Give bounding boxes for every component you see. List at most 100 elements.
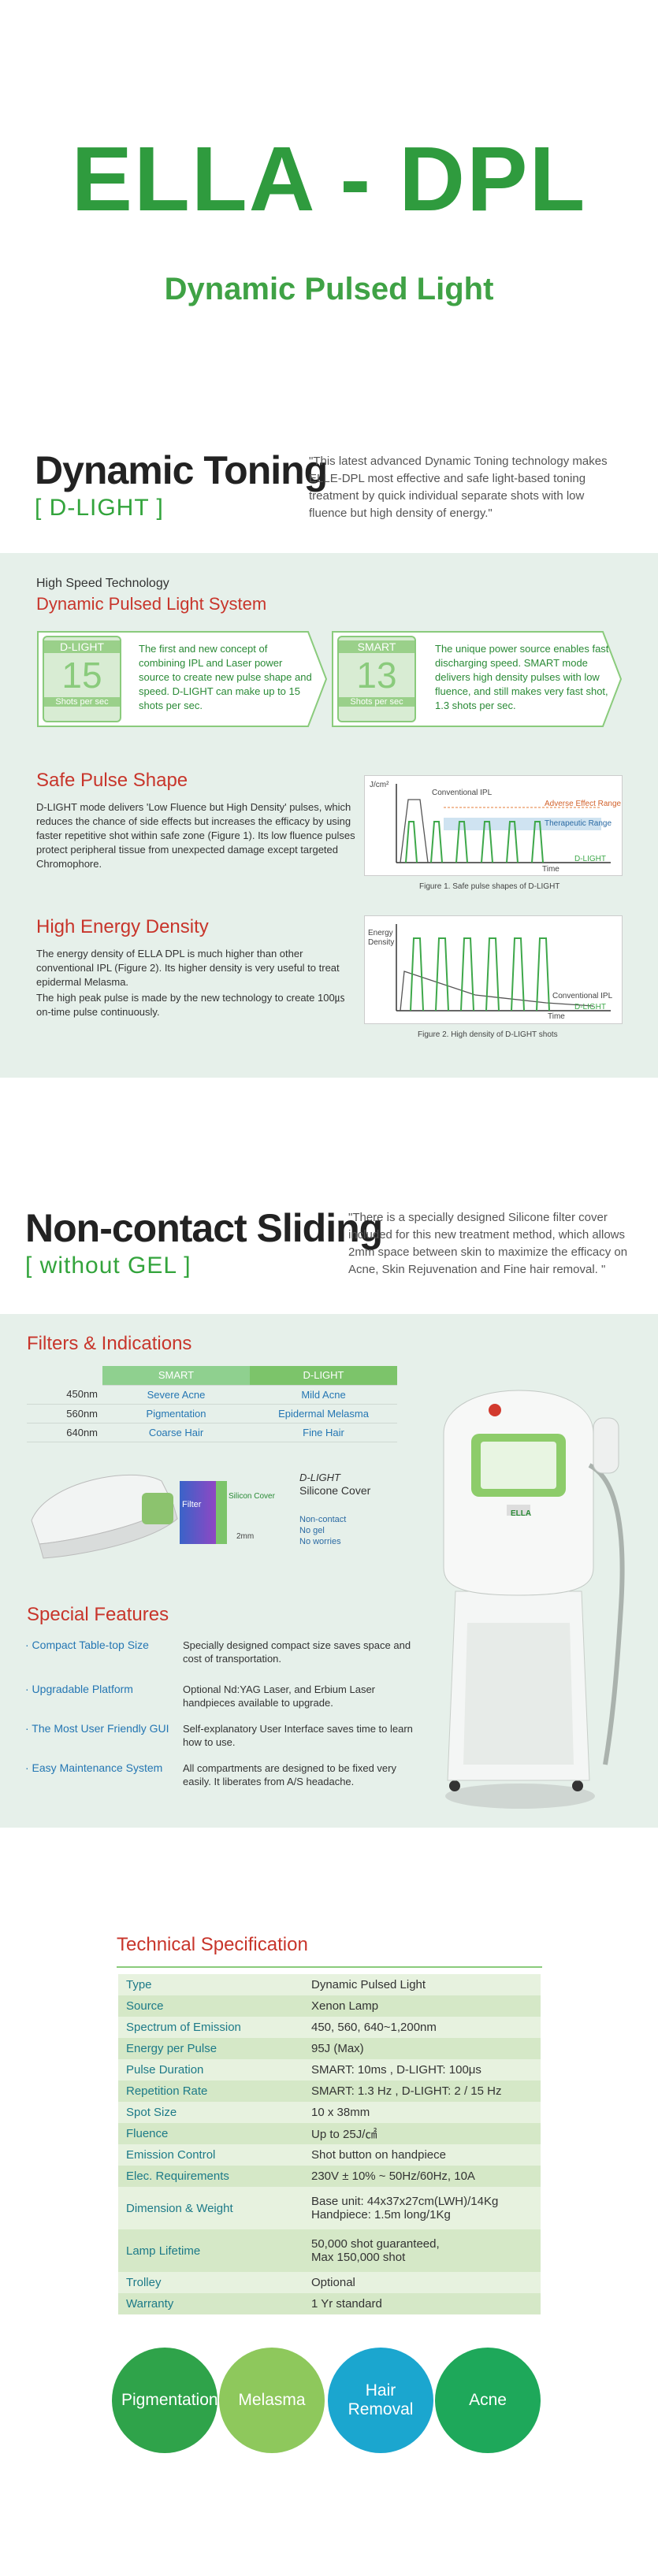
spec-key: Fluence bbox=[118, 2123, 303, 2144]
spec-value: Optional bbox=[303, 2272, 541, 2293]
spec-key: Source bbox=[118, 1995, 303, 2017]
device-illustration bbox=[443, 1390, 625, 1809]
spec-value-line: Xenon Lamp bbox=[311, 1999, 379, 2013]
toning-quote: "This latest advanced Dynamic Toning tec… bbox=[309, 455, 608, 520]
smart-tag: SMART bbox=[339, 640, 415, 653]
dlight-tag: D-LIGHT bbox=[44, 640, 120, 653]
feature-desc: All compartments are designed to be fixe… bbox=[183, 1762, 396, 1787]
filters-title: Filters & Indications bbox=[27, 1333, 192, 1354]
spec-value-line: SMART: 1.3 Hz , D-LIGHT: 2 / 15 Hz bbox=[311, 2084, 502, 2098]
figure-2-caption: Figure 2. High density of D-LIGHT shots bbox=[418, 1030, 558, 1039]
spec-value-line: 230V ± 10% ~ 50Hz/60Hz, 10A bbox=[311, 2170, 475, 2183]
spec-value: Xenon Lamp bbox=[303, 1995, 541, 2017]
smart-number: 13 bbox=[356, 655, 397, 696]
spec-value: 10 x 38mm bbox=[303, 2102, 541, 2123]
spec-value-line: Max 150,000 shot bbox=[311, 2251, 406, 2264]
figure-1-ylabel: J/cm² bbox=[370, 781, 389, 789]
spec-value-line: Base unit: 44x37x27cm(LWH)/14Kg bbox=[311, 2195, 499, 2208]
spec-value-line: 450, 560, 640~1,200nm bbox=[311, 2021, 437, 2034]
spec-key: Lamp Lifetime bbox=[118, 2229, 303, 2272]
spec-value-line: 10 x 38mm bbox=[311, 2106, 370, 2119]
figure-1-frame: J/cm² Conventional IPL Adverse Effect Ra… bbox=[364, 775, 623, 876]
cover-note: Non-contact bbox=[299, 1515, 347, 1524]
table-row: 450nm Severe Acne Mild Acne bbox=[27, 1385, 397, 1405]
filters-col-smart: SMART bbox=[102, 1366, 250, 1386]
sliding-bracket: [ without GEL ] bbox=[25, 1253, 191, 1279]
spec-value-line: 1 Yr standard bbox=[311, 2297, 382, 2311]
spec-key: Spectrum of Emission bbox=[118, 2017, 303, 2038]
table-row: Elec. Requirements 230V ± 10% ~ 50Hz/60Hz… bbox=[118, 2166, 541, 2187]
spec-value-line: Shot button on handpiece bbox=[311, 2148, 446, 2162]
spec-value: 1 Yr standard bbox=[303, 2293, 541, 2314]
dlight-text: The first and new concept of combining I… bbox=[139, 643, 312, 711]
filter-wave: 450nm bbox=[27, 1385, 102, 1405]
spec-key: Trolley bbox=[118, 2272, 303, 2293]
spec-value: SMART: 10ms , D-LIGHT: 100μs bbox=[303, 2059, 541, 2080]
spec-value: SMART: 1.3 Hz , D-LIGHT: 2 / 15 Hz bbox=[303, 2080, 541, 2102]
feature-label: · The Most User Friendly GUI bbox=[25, 1722, 169, 1735]
toning-heading: Dynamic Toning bbox=[35, 448, 328, 492]
indication-circle: Pigmentation bbox=[112, 2348, 218, 2453]
table-row: Source Xenon Lamp bbox=[118, 1995, 541, 2017]
figure-1-adverse: Adverse Effect Range bbox=[545, 800, 622, 808]
feature-label: · Easy Maintenance System bbox=[25, 1761, 163, 1774]
indication-label: Acne bbox=[469, 2391, 507, 2409]
dlight-tag-box: D-LIGHT 15 Shots per sec bbox=[43, 636, 121, 722]
spec-key: Elec. Requirements bbox=[118, 2166, 303, 2187]
figure-2-dlight: D-LIGHT bbox=[574, 1003, 606, 1011]
spec-value: 95J (Max) bbox=[303, 2038, 541, 2059]
sliding-heading: Non-contact Sliding bbox=[25, 1206, 383, 1250]
spec-value-line: Handpiece: 1.5m long/1Kg bbox=[311, 2208, 451, 2222]
figure-2-chart bbox=[396, 924, 611, 1011]
device-brand: ELLA bbox=[511, 1509, 532, 1518]
high-energy-title: High Energy Density bbox=[36, 916, 209, 937]
indication-label: Hair Removal bbox=[348, 2381, 414, 2418]
cover-title-2: Silicone Cover bbox=[299, 1484, 371, 1497]
feature-desc: Self-explanatory User Interface saves ti… bbox=[183, 1723, 413, 1748]
figure-1-chart bbox=[396, 784, 611, 863]
figure-2-frame: Energy Density Conventional IPL Time D-L… bbox=[364, 915, 623, 1024]
spec-value-line: SMART: 10ms , D-LIGHT: 100μs bbox=[311, 2063, 481, 2077]
cover-note: No worries bbox=[299, 1537, 341, 1546]
spec-key: Spot Size bbox=[118, 2102, 303, 2123]
cover-note: No gel bbox=[299, 1526, 325, 1535]
filter-smart: Pigmentation bbox=[102, 1404, 250, 1423]
filter-smart: Severe Acne bbox=[102, 1385, 250, 1405]
spec-value: 450, 560, 640~1,200nm bbox=[303, 2017, 541, 2038]
safe-pulse-title: Safe Pulse Shape bbox=[36, 770, 188, 791]
high-energy-text-1: The energy density of ELLA DPL is much h… bbox=[36, 948, 340, 988]
indication-circle: Melasma bbox=[219, 2348, 325, 2453]
cover-notes: Non-contact No gel No worries bbox=[299, 1514, 346, 1547]
table-row: Spectrum of Emission 450, 560, 640~1,200n… bbox=[118, 2017, 541, 2038]
handpiece-illustration bbox=[31, 1474, 178, 1559]
figure-1-caption: Figure 1. Safe pulse shapes of D-LIGHT bbox=[419, 882, 560, 891]
spec-value: Up to 25J/㎠ bbox=[303, 2123, 541, 2144]
figure-2-conventional: Conventional IPL bbox=[552, 992, 613, 1000]
hero-title: ELLA - DPL bbox=[71, 128, 587, 230]
table-row: Spot Size 10 x 38mm bbox=[118, 2102, 541, 2123]
filter-dlight: Mild Acne bbox=[250, 1385, 397, 1405]
system-title: Dynamic Pulsed Light System bbox=[36, 594, 267, 614]
filter-label: Filter bbox=[182, 1500, 202, 1509]
spec-value: 230V ± 10% ~ 50Hz/60Hz, 10A bbox=[303, 2166, 541, 2187]
hero-subtitle: Dynamic Pulsed Light bbox=[164, 272, 494, 306]
filter-block bbox=[180, 1481, 216, 1544]
spec-title: Technical Specification bbox=[117, 1934, 308, 1955]
spec-value-line: Dynamic Pulsed Light bbox=[311, 1978, 426, 1991]
spec-value: Dynamic Pulsed Light bbox=[303, 1974, 541, 1995]
table-row: 560nm Pigmentation Epidermal Melasma bbox=[27, 1404, 397, 1423]
figure-1-therapeutic: Therapeutic Range bbox=[545, 819, 612, 828]
table-row: 640nm Coarse Hair Fine Hair bbox=[27, 1423, 397, 1442]
smart-tag-box: SMART 13 Shots per sec bbox=[337, 636, 416, 722]
filter-wave: 640nm bbox=[27, 1423, 102, 1442]
